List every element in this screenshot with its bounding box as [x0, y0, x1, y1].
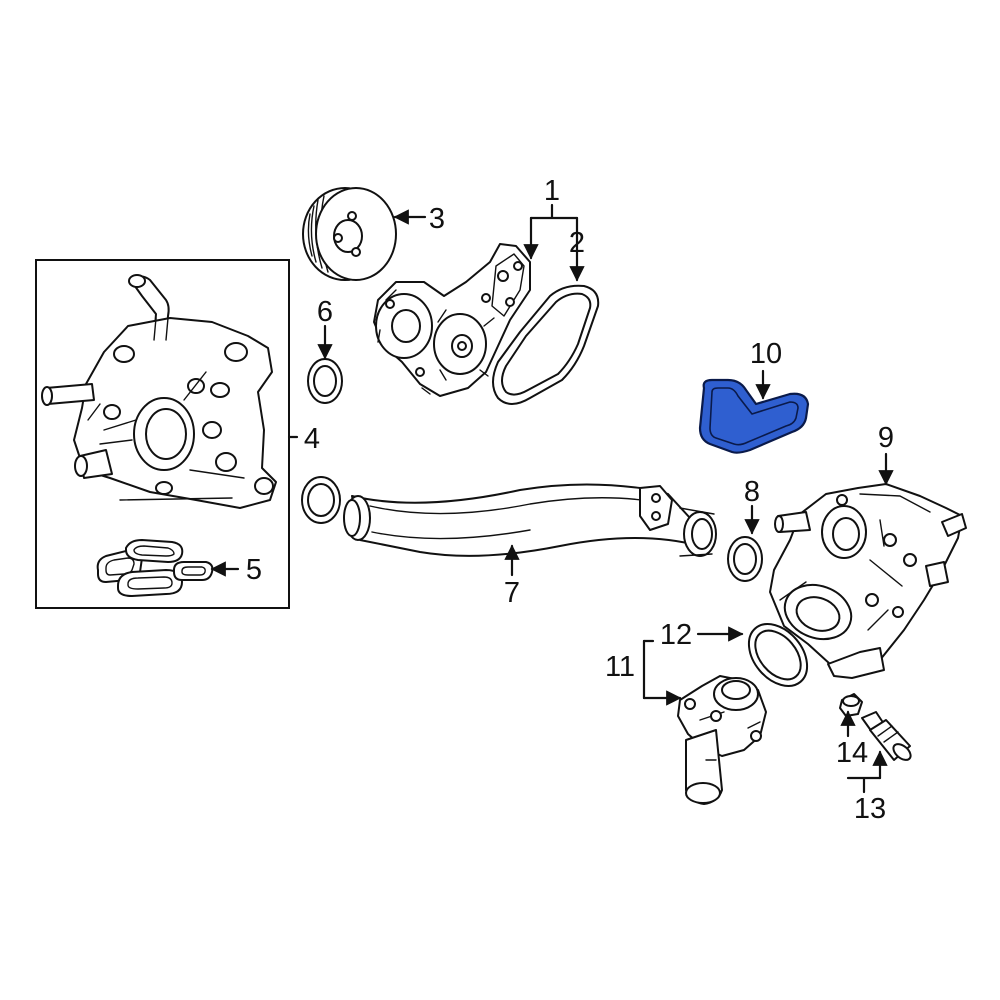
callout-3: 3 [429, 203, 445, 235]
part-10-gasket-highlighted[interactable] [698, 378, 810, 454]
part-4-housing[interactable] [41, 274, 277, 509]
callout-5: 5 [246, 554, 262, 586]
part-8-o-ring[interactable] [727, 536, 763, 582]
callout-11: 11 [605, 651, 635, 683]
part-12-seal-ring[interactable] [737, 613, 819, 697]
leader-lines [210, 203, 894, 794]
callout-4: 4 [304, 423, 320, 455]
callout-2: 2 [569, 227, 585, 259]
part-3-pulley[interactable] [302, 187, 397, 281]
callout-12: 12 [660, 619, 692, 651]
part-2-gasket[interactable] [492, 284, 600, 405]
callout-1: 1 [544, 175, 560, 207]
callout-8: 8 [744, 476, 760, 508]
part-1-water-pump[interactable] [373, 243, 531, 397]
callout-14: 14 [836, 737, 868, 769]
part-11-thermostat[interactable] [677, 675, 767, 805]
callout-13: 13 [854, 793, 886, 825]
part-6-o-ring[interactable] [307, 358, 343, 404]
part-13-sensor[interactable] [861, 711, 914, 763]
callout-7: 7 [504, 577, 520, 609]
part-14-plug[interactable] [839, 693, 863, 717]
callout-9: 9 [878, 422, 894, 454]
part-5-gaskets[interactable] [96, 539, 214, 597]
part-4-box [35, 259, 290, 609]
part-7-coolant-pipe[interactable] [301, 476, 717, 557]
callout-10: 10 [750, 338, 782, 370]
callout-6: 6 [317, 296, 333, 328]
part-9-thermostat-housing[interactable] [769, 483, 967, 679]
